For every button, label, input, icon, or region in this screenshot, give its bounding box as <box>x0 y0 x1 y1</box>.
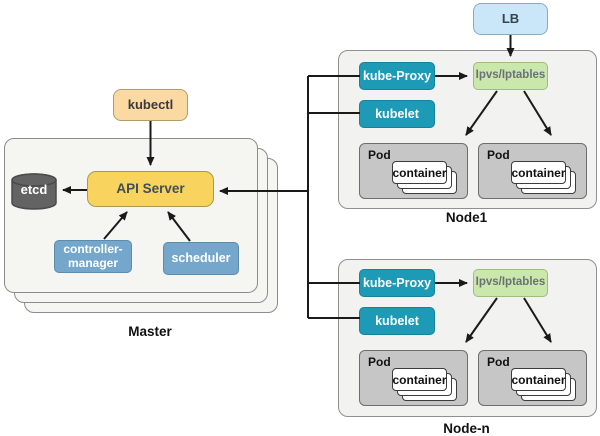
kubelet-label: kubelet <box>375 313 419 328</box>
container-label: container <box>511 165 566 180</box>
node-n-ipvs-iptables-box: Ipvs/Iptables <box>473 269 548 297</box>
node1-kubelet-box: kubelet <box>359 100 435 128</box>
pod-label: Pod <box>368 148 391 162</box>
node1-kube-proxy-box: kube-Proxy <box>359 62 435 90</box>
etcd-cylinder: etcd <box>11 173 57 210</box>
pod-label: Pod <box>487 355 510 369</box>
container-box: container <box>511 368 566 391</box>
scheduler-box: scheduler <box>163 242 239 275</box>
container-box: container <box>511 161 566 184</box>
container-label: container <box>511 372 566 387</box>
ipvs-iptables-label: Ipvs/Iptables <box>475 276 546 289</box>
pod-label: Pod <box>368 355 391 369</box>
ipvs-iptables-label: Ipvs/Iptables <box>475 69 546 82</box>
node1-pod-right: Pod container <box>478 143 587 199</box>
kube-proxy-label: kube-Proxy <box>362 68 432 83</box>
node-n-caption: Node-n <box>443 421 490 436</box>
controller-manager-box: controller-manager <box>54 240 132 273</box>
node-n-kubelet-box: kubelet <box>359 307 435 335</box>
kubectl-box: kubectl <box>113 89 188 121</box>
api-server-box: API Server <box>87 171 214 207</box>
container-label: container <box>392 372 447 387</box>
kube-proxy-label: kube-Proxy <box>362 275 432 290</box>
master-caption: Master <box>128 324 172 339</box>
kubelet-label: kubelet <box>375 106 419 121</box>
database-icon <box>11 173 57 210</box>
node1-caption: Node1 <box>445 210 488 225</box>
controller-manager-label: controller-manager <box>63 241 123 270</box>
api-server-label: API Server <box>116 181 185 197</box>
node-n-kube-proxy-box: kube-Proxy <box>359 269 435 297</box>
container-box: container <box>392 161 447 184</box>
node1-pod-left: Pod container <box>359 143 468 199</box>
container-label: container <box>392 165 447 180</box>
lb-label: LB <box>501 10 520 26</box>
pod-label: Pod <box>487 148 510 162</box>
scheduler-label: scheduler <box>171 251 231 266</box>
kubectl-label: kubectl <box>127 96 174 112</box>
etcd-label: etcd <box>20 182 48 197</box>
node-n-pod-right: Pod container <box>478 350 587 406</box>
lb-box: LB <box>473 3 548 35</box>
node1-ipvs-iptables-box: Ipvs/Iptables <box>473 62 548 90</box>
container-box: container <box>392 368 447 391</box>
node-n-pod-left: Pod container <box>359 350 468 406</box>
